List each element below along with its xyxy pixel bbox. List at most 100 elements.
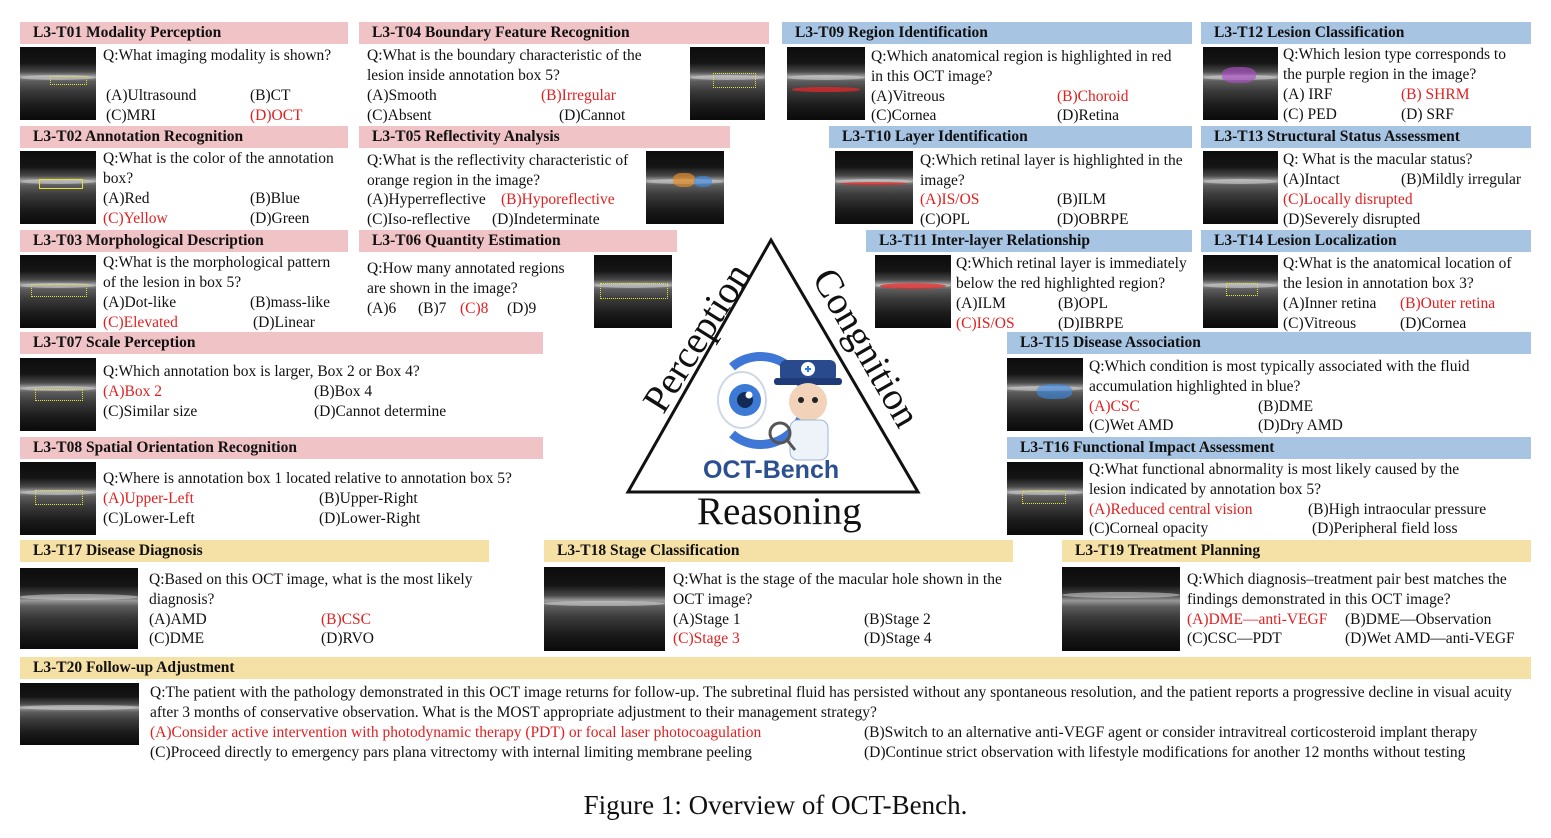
oct-thumbnail-t06 <box>594 255 672 328</box>
task-header-t12: L3-T12 Lesion Classification <box>1201 22 1531 44</box>
option-t02-b: (B)Blue <box>250 190 300 207</box>
option-t14-c: (C)Vitreous <box>1283 315 1357 332</box>
oct-thumbnail-t07 <box>20 358 96 431</box>
question-t12: Q:Which lesion type corresponds to the p… <box>1283 46 1506 83</box>
task-header-t13: L3-T13 Structural Status Assessment <box>1201 126 1531 148</box>
task-header-t11: L3-T11 Inter-layer Relationship <box>866 230 1192 252</box>
option-t05-d: (D)Indeterminate <box>492 211 600 228</box>
oct-thumbnail-t14 <box>1203 255 1278 328</box>
option-t14-b: (B)Outer retina <box>1400 295 1496 312</box>
option-t01-d: (D)OCT <box>250 107 303 124</box>
option-t18-a: (A)Stage 1 <box>673 611 741 628</box>
question-t06: Q:How many annotated regions are shown i… <box>367 260 565 297</box>
option-t12-b: (B) SHRM <box>1401 86 1470 103</box>
oct-thumbnail-t11 <box>875 255 951 328</box>
oct-thumbnail-t10 <box>835 151 913 224</box>
option-t18-b: (B)Stage 2 <box>864 611 931 628</box>
question-t01: Q:What imaging modality is shown? <box>103 47 332 64</box>
task-header-t01: L3-T01 Modality Perception <box>20 22 348 44</box>
option-t09-d: (D)Retina <box>1057 107 1119 124</box>
option-t19-d: (D)Wet AMD—anti-VEGF <box>1345 630 1515 647</box>
option-t17-c: (C)DME <box>149 630 205 647</box>
question-t03: Q:What is the morphological pattern of t… <box>103 254 331 291</box>
option-t07-b: (B)Box 4 <box>314 383 373 400</box>
option-t20-d: (D)Continue strict observation with life… <box>864 744 1466 761</box>
option-t03-b: (B)mass-like <box>250 294 331 311</box>
option-t12-a: (A) IRF <box>1283 86 1333 103</box>
option-t14-a: (A)Inner retina <box>1283 295 1377 312</box>
option-t02-a: (A)Red <box>103 190 150 207</box>
option-t18-c: (C)Stage 3 <box>673 630 740 647</box>
option-t19-c: (C)CSC—PDT <box>1187 630 1282 647</box>
option-t20-a: (A)Consider active intervention with pho… <box>150 724 762 741</box>
option-t11-c: (C)IS/OS <box>956 315 1015 332</box>
option-t04-c: (C)Absent <box>367 107 432 124</box>
option-t01-b: (B)CT <box>250 87 291 104</box>
option-t03-a: (A)Dot-like <box>103 294 177 311</box>
question-t08: Q:Where is annotation box 1 located rela… <box>103 470 512 487</box>
task-header-t05: L3-T05 Reflectivity Analysis <box>359 126 730 148</box>
option-t17-b: (B)CSC <box>321 611 371 628</box>
oct-thumbnail-t13 <box>1203 151 1278 224</box>
option-t15-c: (C)Wet AMD <box>1089 417 1174 434</box>
oct-thumbnail-t19 <box>1062 567 1180 651</box>
option-t15-d: (D)Dry AMD <box>1258 417 1343 434</box>
option-t01-c: (C)MRI <box>106 107 156 124</box>
triangle-diagram <box>625 236 921 494</box>
question-t20: Q:The patient with the pathology demonst… <box>150 684 1512 721</box>
option-t07-c: (C)Similar size <box>103 403 198 420</box>
task-header-t04: L3-T04 Boundary Feature Recognition <box>359 22 769 44</box>
option-t11-a: (A)ILM <box>956 295 1006 312</box>
option-t19-b: (B)DME—Observation <box>1345 611 1492 628</box>
option-t02-d: (D)Green <box>250 210 310 227</box>
option-t06-d: (D)9 <box>507 300 537 317</box>
option-t11-b: (B)OPL <box>1058 295 1108 312</box>
option-t16-d: (D)Peripheral field loss <box>1312 520 1458 537</box>
option-t16-b: (B)High intraocular pressure <box>1308 501 1487 518</box>
option-t14-d: (D)Cornea <box>1400 315 1467 332</box>
task-header-t03: L3-T03 Morphological Description <box>20 230 348 252</box>
option-t09-b: (B)Choroid <box>1057 88 1129 105</box>
option-t02-c: (C)Yellow <box>103 210 168 227</box>
oct-thumbnail-t20 <box>20 683 139 745</box>
option-t12-d: (D) SRF <box>1401 106 1454 123</box>
option-t17-a: (A)AMD <box>149 611 207 628</box>
option-t06-a: (A)6 <box>367 300 397 317</box>
oct-thumbnail-t03 <box>20 255 96 328</box>
option-t18-d: (D)Stage 4 <box>864 630 932 647</box>
question-t14: Q:What is the anatomical location of the… <box>1283 255 1512 292</box>
question-t07: Q:Which annotation box is larger, Box 2 … <box>103 363 420 380</box>
reasoning-label: Reasoning <box>697 490 862 533</box>
question-t02: Q:What is the color of the annotation bo… <box>103 150 334 187</box>
oct-thumbnail-t12 <box>1203 47 1278 120</box>
option-t07-a: (A)Box 2 <box>103 383 162 400</box>
oct-thumbnail-t08 <box>20 462 96 535</box>
option-t13-b: (B)Mildly irregular <box>1401 171 1522 188</box>
oct-thumbnail-t15 <box>1007 358 1083 431</box>
task-header-t10: L3-T10 Layer Identification <box>829 126 1192 148</box>
option-t09-a: (A)Vitreous <box>871 88 945 105</box>
option-t05-b: (B)Hyporeflective <box>501 191 615 208</box>
question-t04: Q:What is the boundary characteristic of… <box>367 47 642 84</box>
oct-thumbnail-t18 <box>544 567 665 651</box>
oct-thumbnail-t09 <box>787 47 865 120</box>
task-header-t08: L3-T08 Spatial Orientation Recognition <box>20 437 543 459</box>
option-t04-a: (A)Smooth <box>367 87 437 104</box>
option-t16-a: (A)Reduced central vision <box>1089 501 1253 518</box>
option-t03-d: (D)Linear <box>253 314 315 331</box>
task-header-t20: L3-T20 Follow-up Adjustment <box>20 657 1531 679</box>
option-t10-a: (A)IS/OS <box>920 191 980 208</box>
oct-thumbnail-t02 <box>20 151 96 224</box>
task-header-t18: L3-T18 Stage Classification <box>544 540 1013 562</box>
oct-thumbnail-t01 <box>20 47 96 120</box>
option-t10-c: (C)OPL <box>920 211 970 228</box>
task-header-t16: L3-T16 Functional Impact Assessment <box>1007 437 1531 459</box>
option-t05-c: (C)Iso-reflective <box>367 211 471 228</box>
task-header-t14: L3-T14 Lesion Localization <box>1201 230 1531 252</box>
option-t20-c: (C)Proceed directly to emergency pars pl… <box>150 744 752 761</box>
option-t15-a: (A)CSC <box>1089 398 1140 415</box>
question-t05: Q:What is the reflectivity characteristi… <box>367 152 629 189</box>
question-t15: Q:Which condition is most typically asso… <box>1089 358 1470 395</box>
question-t09: Q:Which anatomical region is highlighted… <box>871 48 1172 85</box>
triangle-outline <box>625 236 921 494</box>
